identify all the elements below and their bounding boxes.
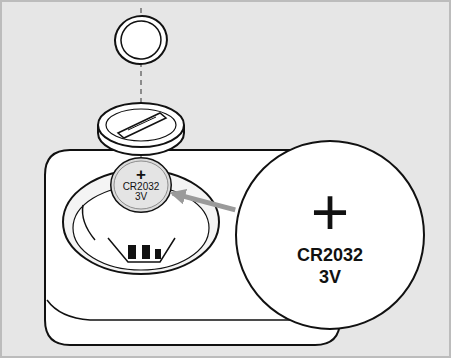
cover-slot-line <box>128 117 156 130</box>
contact-terminal <box>142 245 150 259</box>
battery-face <box>114 161 168 209</box>
polarity-symbol: + <box>311 181 350 244</box>
cover-rim <box>106 109 176 141</box>
polarity-symbol: + <box>136 168 146 182</box>
battery-label: CR2032 3V <box>123 182 160 202</box>
battery-zoom-circle: +CR2032 3V <box>235 140 425 330</box>
battery-coin: +CR2032 3V <box>110 157 172 213</box>
cavity-clip <box>83 205 96 240</box>
o-ring <box>111 12 171 68</box>
circle-shape <box>236 141 424 329</box>
battery-cavity <box>63 170 219 274</box>
battery-label: CR2032 3V <box>297 244 363 289</box>
battery-contact <box>108 238 175 262</box>
battery-cover <box>98 103 184 147</box>
o-ring-inner <box>118 18 164 62</box>
contact-terminal <box>128 245 136 259</box>
contact-terminal <box>155 249 161 259</box>
pointer-arrow <box>173 193 236 210</box>
circle-shape <box>111 158 172 213</box>
cover-slot <box>118 113 166 138</box>
